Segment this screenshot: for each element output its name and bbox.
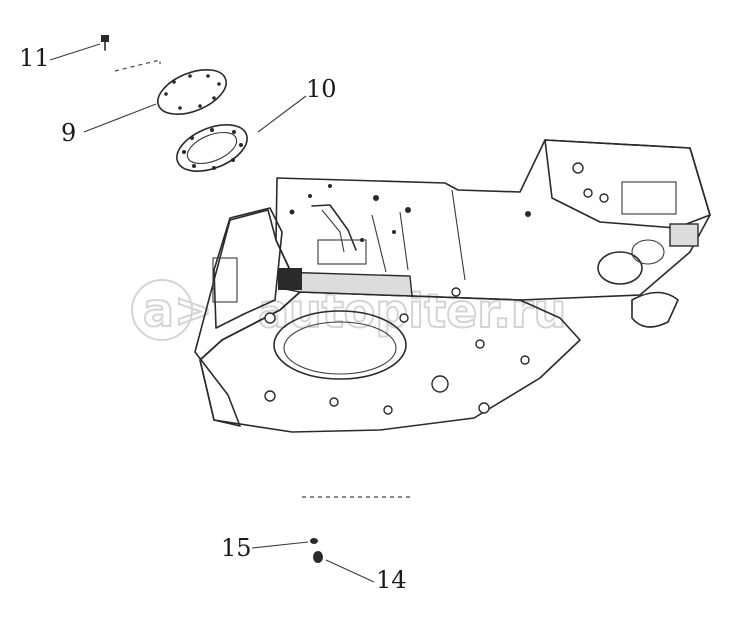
part-14-plug — [313, 551, 323, 563]
main-housing — [194, 139, 711, 433]
part-15-washer — [310, 538, 318, 544]
leader-9 — [83, 103, 157, 133]
leader-lines — [49, 43, 375, 583]
part-11-screw — [101, 35, 161, 72]
leader-11 — [49, 43, 101, 61]
leader-10 — [257, 95, 307, 133]
callout-14: 14 — [376, 566, 407, 594]
callout-9: 9 — [61, 119, 76, 147]
part-10-cover-plate — [176, 124, 248, 172]
leader-14 — [325, 559, 375, 583]
callout-15: 15 — [221, 534, 252, 562]
leader-15 — [251, 541, 309, 549]
part-9-gasket — [157, 69, 227, 115]
callout-10: 10 — [306, 75, 337, 103]
callout-11: 11 — [19, 44, 50, 72]
watermark-prefix: a> — [143, 283, 213, 337]
